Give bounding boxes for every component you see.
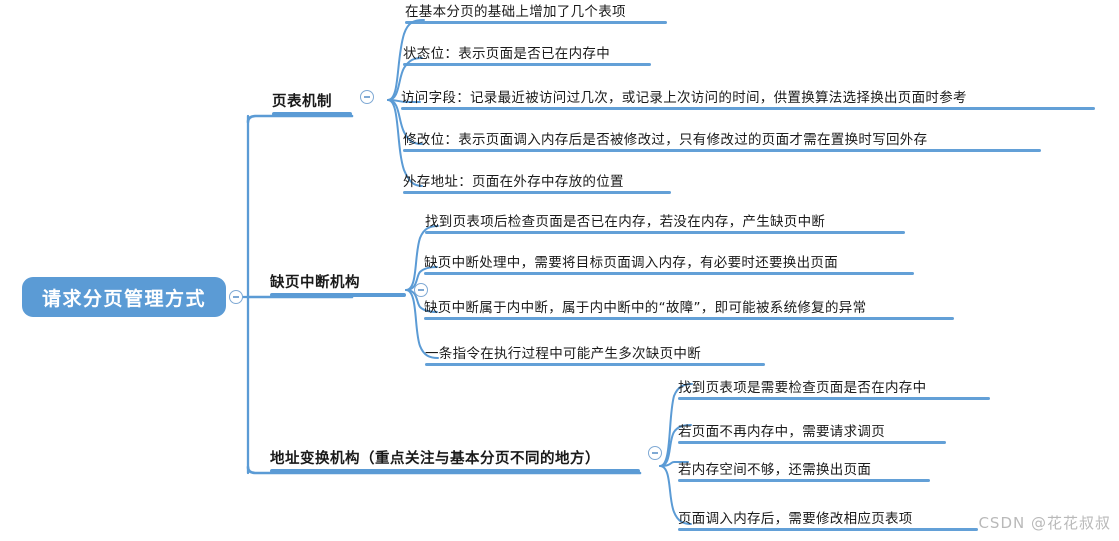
leaf-node-label: 修改位：表示页面调入内存后是否被修改过，只有修改过的页面才需在置换时写回外存	[403, 132, 928, 148]
leaf-node[interactable]: 一条指令在执行过程中可能产生多次缺页中断	[425, 342, 765, 366]
leaf-underline	[424, 272, 914, 275]
branch-node-page-fault[interactable]: 缺页中断机构	[270, 265, 406, 297]
leaf-node-label: 访问字段：记录最近被访问过几次，或记录上次访问的时间，供置换算法选择换出页面时参…	[401, 90, 967, 106]
branch-underline	[270, 469, 640, 473]
leaf-node[interactable]: 缺页中断处理中，需要将目标页面调入内存，有必要时还要换出页面	[424, 251, 914, 275]
leaf-node-label: 若内存空间不够，还需换出页面	[678, 462, 872, 478]
leaf-underline	[403, 149, 1041, 152]
leaf-node-label: 一条指令在执行过程中可能产生多次缺页中断	[425, 346, 701, 362]
leaf-node[interactable]: 若内存空间不够，还需换出页面	[678, 458, 930, 482]
leaf-underline	[678, 528, 978, 531]
leaf-node-label: 缺页中断处理中，需要将目标页面调入内存，有必要时还要换出页面	[424, 255, 838, 271]
leaf-underline	[678, 397, 990, 400]
leaf-node[interactable]: 外存地址：页面在外存中存放的位置	[403, 170, 671, 194]
leaf-node[interactable]: 页面调入内存后，需要修改相应页表项	[678, 507, 978, 531]
root-node-label: 请求分页管理方式	[41, 287, 206, 310]
root-node[interactable]: 请求分页管理方式	[22, 277, 226, 317]
leaf-underline	[401, 107, 1095, 110]
collapse-minus-icon-branch-1[interactable]	[360, 90, 374, 104]
leaf-node[interactable]: 缺页中断属于内中断，属于内中断中的“故障”，即可能被系统修复的异常	[424, 296, 954, 320]
branch-underline	[270, 293, 406, 297]
leaf-underline	[405, 21, 667, 24]
collapse-minus-icon-root[interactable]	[229, 290, 243, 304]
leaf-underline	[425, 363, 765, 366]
branch-node-label: 页表机制	[272, 94, 332, 110]
leaf-underline	[403, 191, 671, 194]
leaf-underline	[425, 231, 905, 234]
leaf-node-label: 找到页表项后检查页面是否已在内存，若没在内存，产生缺页中断	[425, 214, 826, 230]
leaf-node-label: 状态位：表示页面是否已在内存中	[403, 46, 610, 62]
branch-node-label: 地址变换机构（重点关注与基本分页不同的地方）	[270, 451, 600, 467]
branch-node-address-translation[interactable]: 地址变换机构（重点关注与基本分页不同的地方）	[270, 441, 640, 473]
collapse-minus-icon-branch-3[interactable]	[648, 446, 662, 460]
leaf-node-label: 若页面不再内存中，需要请求调页	[678, 424, 885, 440]
leaf-node-label: 缺页中断属于内中断，属于内中断中的“故障”，即可能被系统修复的异常	[424, 300, 867, 316]
collapse-minus-icon-branch-2[interactable]	[414, 283, 428, 297]
leaf-node-label: 找到页表项是需要检查页面是否在内存中	[678, 380, 927, 396]
leaf-node[interactable]: 访问字段：记录最近被访问过几次，或记录上次访问的时间，供置换算法选择换出页面时参…	[401, 86, 1095, 110]
branch-node-page-table[interactable]: 页表机制	[272, 84, 352, 116]
leaf-underline	[678, 441, 946, 444]
branch-underline	[272, 112, 352, 116]
leaf-node[interactable]: 修改位：表示页面调入内存后是否被修改过，只有修改过的页面才需在置换时写回外存	[403, 128, 1041, 152]
leaf-node[interactable]: 状态位：表示页面是否已在内存中	[403, 42, 651, 66]
watermark-text: CSDN @花花叔叔	[978, 514, 1111, 532]
leaf-node[interactable]: 若页面不再内存中，需要请求调页	[678, 420, 946, 444]
branch-node-label: 缺页中断机构	[270, 275, 360, 291]
leaf-node-label: 外存地址：页面在外存中存放的位置	[403, 174, 624, 190]
leaf-underline	[678, 479, 930, 482]
leaf-node[interactable]: 找到页表项是需要检查页面是否在内存中	[678, 376, 990, 400]
leaf-node[interactable]: 在基本分页的基础上增加了几个表项	[405, 0, 667, 24]
leaf-node[interactable]: 找到页表项后检查页面是否已在内存，若没在内存，产生缺页中断	[425, 210, 905, 234]
leaf-underline	[403, 63, 651, 66]
leaf-node-label: 在基本分页的基础上增加了几个表项	[405, 4, 626, 20]
leaf-underline	[424, 317, 954, 320]
leaf-node-label: 页面调入内存后，需要修改相应页表项	[678, 511, 913, 527]
